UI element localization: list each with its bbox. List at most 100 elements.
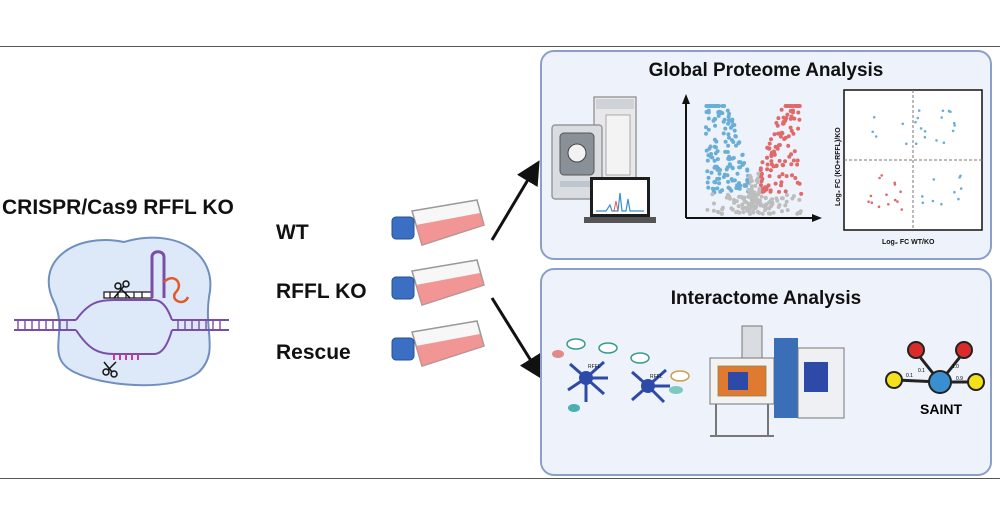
quadrant-point [923,130,927,133]
dna-bottom-strand [75,329,173,355]
volcano-point [711,208,716,213]
volcano-point [786,143,791,148]
volcano-point [753,206,758,210]
quadrant-point [874,135,878,138]
volcano-point [779,107,784,112]
complex-1: RFFL [552,338,618,412]
saint-edge-1: 0.1 [918,368,925,374]
volcano-point [715,209,720,214]
volcano-point [712,137,717,142]
volcano-point [746,187,751,192]
quadrant-point [917,109,921,112]
volcano-point [726,156,731,161]
complex-2-tag: RFFL [650,374,663,380]
volcano-point [726,114,731,119]
volcano-point [772,150,777,155]
volcano-point [791,194,796,199]
volcano-point [799,191,804,196]
volcano-point [721,131,726,136]
saint-network-icon: 0.1 1.0 0.1 0.9 SAINT [885,341,985,417]
saint-label: SAINT [920,401,962,417]
volcano-point [712,144,717,149]
volcano-point [710,186,715,191]
volcano-point [767,141,772,146]
volcano-point [737,140,742,145]
volcano-point [751,209,756,214]
volcano-point [723,126,728,131]
quadrant-point [869,194,873,198]
quadrant-point [867,200,870,203]
volcano-point [786,134,791,139]
volcano-point [732,200,737,205]
quadrant-point [959,187,963,190]
quadrant-point [940,116,943,119]
volcano-point [763,208,768,213]
volcano-point [744,183,748,188]
volcano-point [716,104,721,108]
volcano-point [740,162,745,167]
volcano-point [783,189,788,194]
volcano-point [726,185,731,190]
volcano-point [725,108,730,113]
quadrant-point [931,199,935,203]
volcano-point [705,180,710,185]
volcano-point [727,162,732,167]
volcano-point [767,174,772,179]
volcano-point [745,208,750,213]
volcano-point [749,196,753,200]
volcano-point [715,167,720,172]
volcano-point [776,116,781,121]
volcano-point [760,160,765,165]
quadrant-point [941,109,945,113]
quadrant-point [923,135,927,139]
volcano-point [759,179,764,184]
volcano-points [704,104,804,216]
cell-blob [47,236,212,387]
volcano-point [796,110,801,115]
volcano-point [755,209,760,214]
volcano-point [705,169,710,174]
volcano-point [712,158,717,163]
quadrant-point [885,193,888,196]
volcano-point [792,149,797,154]
volcano-point [741,210,746,215]
volcano-point [720,207,725,212]
volcano-point [726,179,731,184]
volcano-point [780,172,785,177]
volcano-point [704,110,709,114]
volcano-point [715,186,720,191]
lcms-instrument-icon [709,325,845,437]
volcano-point [768,168,773,173]
volcano-point [764,185,769,190]
volcano-point [748,211,752,216]
quadrant-point [893,198,897,202]
volcano-point [756,192,761,197]
volcano-point [728,196,732,201]
volcano-point [739,195,744,200]
quadrant-point [887,203,890,206]
flask-wt-icon [391,199,485,246]
dna-top-strand [75,299,173,321]
volcano-point [713,151,718,156]
volcano-point [726,143,731,148]
quadrant-point [940,202,943,206]
volcano-point [781,120,786,125]
volcano-point [730,207,735,212]
volcano-point [790,173,794,178]
volcano-point [724,195,729,200]
complex-2: RFFL [630,352,690,404]
volcano-point [744,200,749,205]
volcano-point [748,175,753,180]
flask-ko-icon [391,259,485,306]
volcano-point [795,104,800,108]
laptop-icon [584,177,656,223]
volcano-point [721,119,726,124]
volcano-point [798,209,803,214]
volcano-point [732,178,737,183]
volcano-point [722,104,727,108]
volcano-point [779,183,783,188]
volcano-point [740,202,745,207]
quadrant-point [935,139,938,142]
quadrant-xlabel: Log₂ FC WT/KO [882,239,935,246]
volcano-point [748,202,753,207]
